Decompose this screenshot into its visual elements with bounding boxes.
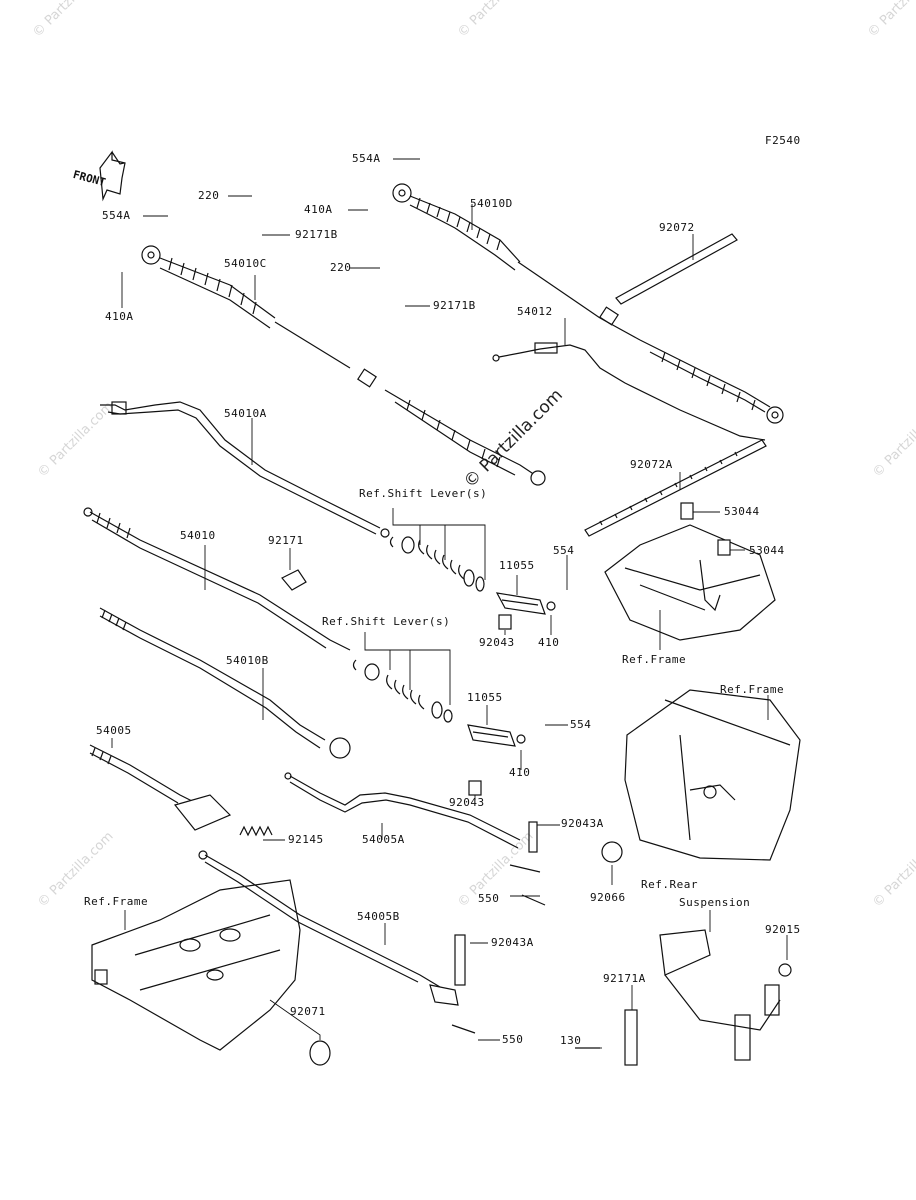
part-label-53044: 53044 xyxy=(749,544,785,557)
part-label-92043A: 92043A xyxy=(491,936,534,949)
part-label-92072: 92072 xyxy=(659,221,695,234)
ref-rear-suspension-label: Ref.Rear xyxy=(641,878,698,891)
part-label-554A: 554A xyxy=(352,152,381,165)
part-label-92072A: 92072A xyxy=(630,458,673,471)
part-11055-upper xyxy=(495,592,556,630)
part-label-54010C: 54010C xyxy=(224,257,267,270)
part-label-410A: 410A xyxy=(105,310,134,323)
rear-suspension xyxy=(575,929,792,1066)
cable-54010B xyxy=(99,607,351,759)
cable-tie-92072 xyxy=(615,233,738,305)
leader-lines xyxy=(111,158,788,1049)
part-label-92043: 92043 xyxy=(479,636,515,649)
cable-54005A xyxy=(284,772,521,849)
part-label-410: 410 xyxy=(509,766,531,779)
part-label-54012: 54012 xyxy=(517,305,553,318)
part-label-92043A: 92043A xyxy=(561,817,604,830)
cable-54005B xyxy=(198,850,476,1034)
part-label-554: 554 xyxy=(553,544,575,557)
part-label-92171: 92171 xyxy=(268,534,304,547)
figure-code: F2540 xyxy=(765,134,801,147)
cable-54010 xyxy=(83,507,351,651)
part-label-220: 220 xyxy=(198,189,220,202)
part-label-54005A: 54005A xyxy=(362,833,405,846)
part-label-92043: 92043 xyxy=(449,796,485,809)
part-label-410: 410 xyxy=(538,636,560,649)
part-label-53044: 53044 xyxy=(724,505,760,518)
cable-54010C xyxy=(141,245,546,486)
part-label-92171B: 92171B xyxy=(295,228,338,241)
part-label-554: 554 xyxy=(570,718,592,731)
shift-lever-parts-lower xyxy=(352,659,453,723)
cable-54012 xyxy=(492,342,766,441)
part-label-92015: 92015 xyxy=(765,923,801,936)
ref-frame-label: Ref.Frame xyxy=(622,653,687,666)
part-label-92145: 92145 xyxy=(288,833,324,846)
part-label-410A: 410A xyxy=(304,203,333,216)
part-label-54005: 54005 xyxy=(96,724,132,737)
part-label-11055: 11055 xyxy=(499,559,535,572)
ref-rear-suspension-label: Suspension xyxy=(679,896,751,909)
front-arrow-icon xyxy=(99,150,126,202)
part-label-92171B: 92171B xyxy=(433,299,476,312)
cable-tie-92072A xyxy=(584,439,767,537)
pin-92043A-upper xyxy=(509,821,546,906)
part-label-130: 130 xyxy=(560,1034,582,1047)
part-label-54010D: 54010D xyxy=(470,197,513,210)
part-label-54010: 54010 xyxy=(180,529,216,542)
ref-shift-lever-label: Ref.Shift Lever(s) xyxy=(322,615,451,628)
ref-shift-lever-label: Ref.Shift Lever(s) xyxy=(359,487,488,500)
frame-upper-right xyxy=(604,502,776,641)
part-label-220: 220 xyxy=(330,261,352,274)
frame-mid-right xyxy=(601,689,801,863)
part-label-54005B: 54005B xyxy=(357,910,400,923)
cable-54010A xyxy=(100,401,390,538)
part-label-92171A: 92171A xyxy=(603,972,646,985)
shift-lever-parts-upper xyxy=(389,536,485,592)
part-label-54010B: 54010B xyxy=(226,654,269,667)
ref-frame-label: Ref.Frame xyxy=(720,683,785,696)
part-label-554A: 554A xyxy=(102,209,131,222)
ref-frame-label: Ref.Frame xyxy=(84,895,149,908)
clip-92171 xyxy=(281,569,307,591)
part-label-54010A: 54010A xyxy=(224,407,267,420)
spring-92145 xyxy=(239,825,273,837)
part-label-11055: 11055 xyxy=(467,691,503,704)
cable-54005 xyxy=(89,744,232,831)
frame-bottom-left xyxy=(91,879,331,1066)
part-11055-lower xyxy=(467,724,526,796)
part-label-92071: 92071 xyxy=(290,1005,326,1018)
part-label-550: 550 xyxy=(502,1033,524,1046)
part-label-92066: 92066 xyxy=(590,891,626,904)
part-label-550: 550 xyxy=(478,892,500,905)
cable-54010D xyxy=(392,183,784,424)
